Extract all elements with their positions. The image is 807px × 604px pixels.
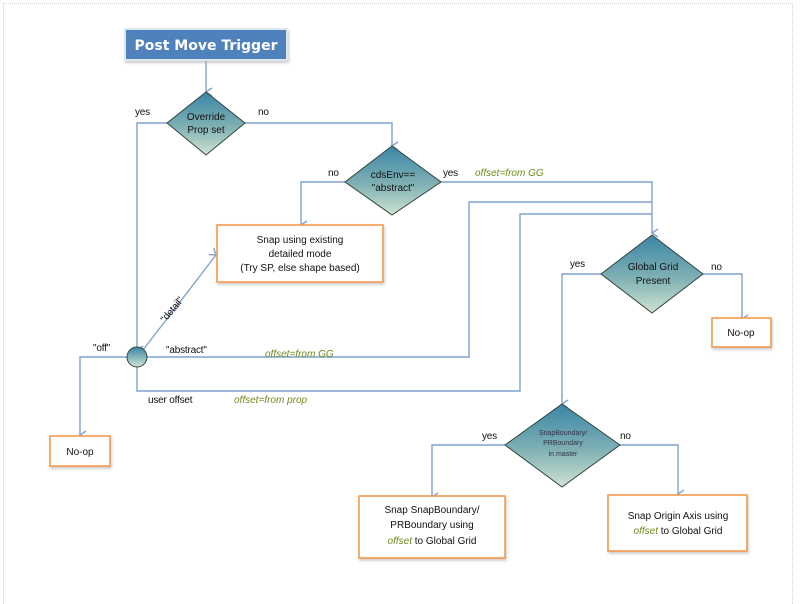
- decision-line-2: PRBoundary: [543, 440, 583, 447]
- no-label: no: [711, 262, 722, 273]
- yes-label: yes: [570, 259, 585, 270]
- diamond-shape: [504, 403, 621, 488]
- terminal-noop-right: No-op: [711, 317, 772, 348]
- terminal-noop-left: No-op: [49, 435, 111, 467]
- box-line-1: Snap SnapBoundary/: [384, 505, 479, 516]
- yes-label: yes: [482, 431, 497, 442]
- connector-globalgrid-yes: [560, 273, 601, 409]
- decision-line-2: "abstract": [372, 183, 415, 194]
- title-label: Post Move Trigger: [135, 38, 278, 54]
- detail-label: "detail": [159, 295, 187, 325]
- decision-line-1: cdsEnv==: [371, 170, 416, 181]
- diamond-shape: [166, 91, 246, 156]
- diamond-shape: [600, 234, 704, 314]
- box-label: No-op: [66, 447, 94, 458]
- decision-snap-boundary: SnapBoundary/ PRBoundary in master yes n…: [482, 403, 632, 488]
- decision-override: Override Prop set yes no: [135, 91, 270, 156]
- page-frame: [3, 3, 793, 604]
- box-line-3: (Try SP, else shape based): [240, 263, 360, 274]
- connector-globalgrid-no: [703, 273, 749, 324]
- connector-switch-abstract: [147, 201, 652, 358]
- box-line-1: Snap using existing: [257, 235, 344, 246]
- no-label: no: [328, 168, 339, 179]
- diamond-shape: [344, 145, 442, 216]
- connector-cdsenv-no: [299, 181, 345, 230]
- connector-switch-off: [78, 356, 128, 440]
- switch-node: "off" "abstract" offset=from GG user off…: [93, 295, 334, 406]
- no-label: no: [258, 107, 269, 118]
- box-line-2: PRBoundary using: [390, 520, 473, 531]
- abstract-label: "abstract": [166, 345, 207, 356]
- connector-snapboundary-yes: [430, 444, 505, 502]
- box-shape: [49, 435, 111, 467]
- offset-word: offset: [634, 526, 660, 537]
- box-line-2: detailed mode: [269, 249, 332, 260]
- user-offset-note: offset=from prop: [234, 395, 308, 406]
- box-shape: [358, 495, 506, 559]
- decision-line-1: Override: [187, 112, 226, 123]
- title-box: [124, 28, 288, 61]
- process-snap-origin: Snap Origin Axis using offset to Global …: [607, 494, 748, 552]
- connector-switch-user-offset: [136, 213, 652, 392]
- box-line-3: offset to Global Grid: [388, 536, 477, 547]
- offset-note: offset=from GG: [475, 168, 544, 179]
- decision-line-2: Present: [636, 276, 671, 287]
- decision-global-grid: Global Grid Present yes no: [570, 234, 723, 314]
- box-line-1: Snap Origin Axis using: [628, 511, 729, 522]
- box-shape: [607, 494, 748, 552]
- connectors: [78, 61, 749, 502]
- off-label: "off": [93, 343, 111, 354]
- abstract-offset-note: offset=from GG: [265, 349, 334, 360]
- switch-circle: [126, 346, 148, 368]
- box-shape: [711, 317, 772, 348]
- box-shape: [216, 224, 384, 283]
- box-label: No-op: [727, 328, 755, 339]
- connector-override-yes: [135, 122, 167, 355]
- connector-override-no: [245, 122, 399, 151]
- connector-snapboundary-no: [620, 444, 685, 499]
- flowchart: Post Move Trigger Override Prop set yes …: [49, 28, 772, 559]
- decision-line-2: Prop set: [187, 125, 224, 136]
- yes-label: yes: [135, 107, 150, 118]
- connector-cdsenv-yes: [441, 181, 659, 238]
- box-line-3-rest: to Global Grid: [412, 536, 476, 547]
- decision-line-1: SnapBoundary/: [539, 430, 587, 437]
- decision-line-1: Global Grid: [628, 262, 679, 273]
- box-line-2-rest: to Global Grid: [658, 526, 722, 537]
- offset-word: offset: [388, 536, 414, 547]
- connector-switch-detail: [142, 247, 218, 351]
- decision-cds-env: cdsEnv== "abstract" no yes offset=from G…: [328, 145, 544, 216]
- box-line-2: offset to Global Grid: [634, 526, 723, 537]
- decision-line-3: in master: [549, 451, 578, 458]
- start-node: Post Move Trigger: [124, 28, 288, 61]
- no-label: no: [620, 431, 631, 442]
- process-snap-boundary: Snap SnapBoundary/ PRBoundary using offs…: [358, 495, 506, 559]
- yes-label: yes: [443, 168, 458, 179]
- process-snap-existing: Snap using existing detailed mode (Try S…: [216, 224, 384, 283]
- user-offset-label: user offset: [148, 395, 193, 406]
